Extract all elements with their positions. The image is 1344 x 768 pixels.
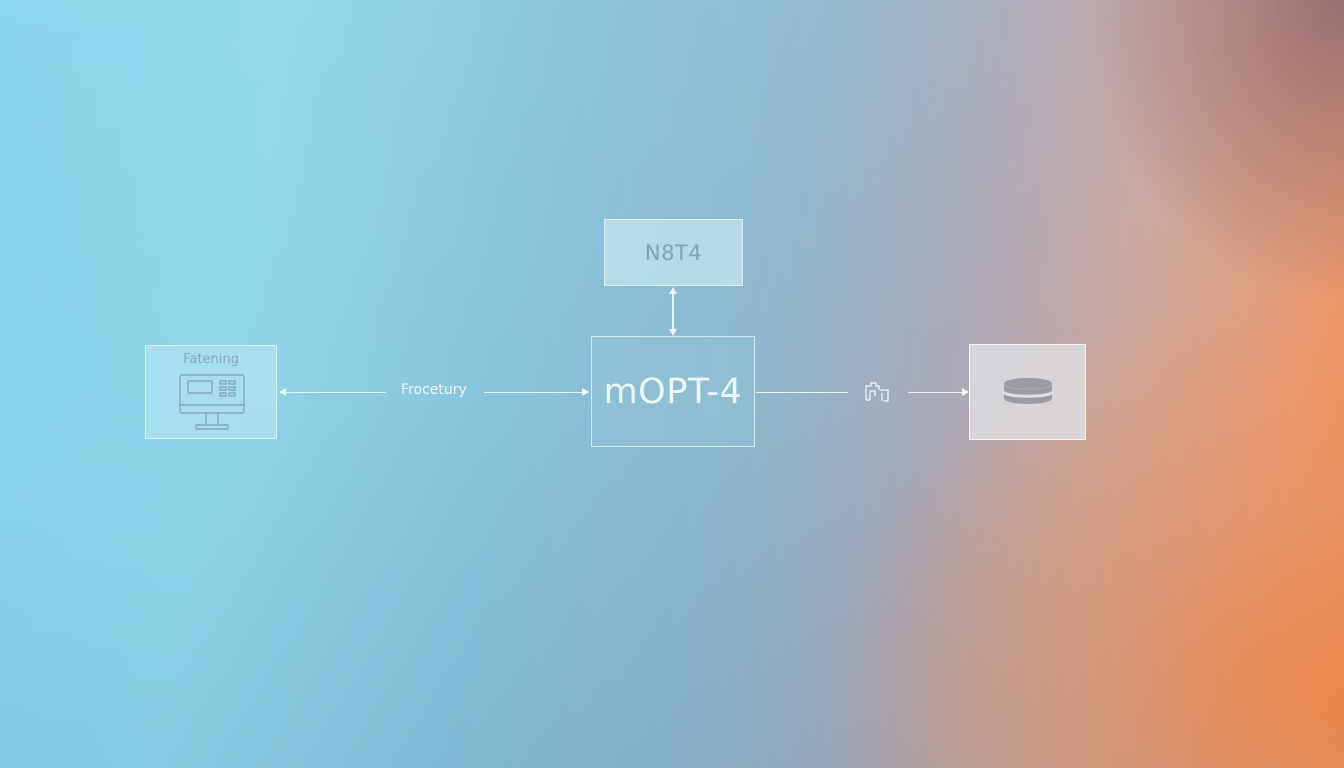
node-mopt-4[interactable]: mOPT-4 [591,336,755,447]
edge-left-segment-1 [284,391,386,393]
node-n8t4-label: N8T4 [644,240,703,265]
arrow-left-icon [279,388,286,396]
edge-top-center [672,292,674,332]
node-n8t4[interactable]: N8T4 [604,219,743,286]
arrow-right-icon [582,388,589,396]
arrow-right-icon [962,388,969,396]
node-database[interactable] [969,344,1086,440]
arrow-up-icon [669,287,677,294]
edge-right-segment-1 [756,391,848,393]
node-fatening[interactable]: Fatening [145,345,277,439]
node-fatening-label: Fatening [183,352,239,367]
edge-right-segment-2 [908,391,963,393]
node-mopt-4-label: mOPT-4 [603,371,743,412]
edge-label-frocetury: Frocetury [401,382,467,398]
document-transfer-icon [865,382,889,402]
database-icon [1003,378,1053,404]
edge-left-segment-2 [484,391,583,393]
monitor-icon [179,374,245,430]
arrow-down-icon [669,329,677,336]
